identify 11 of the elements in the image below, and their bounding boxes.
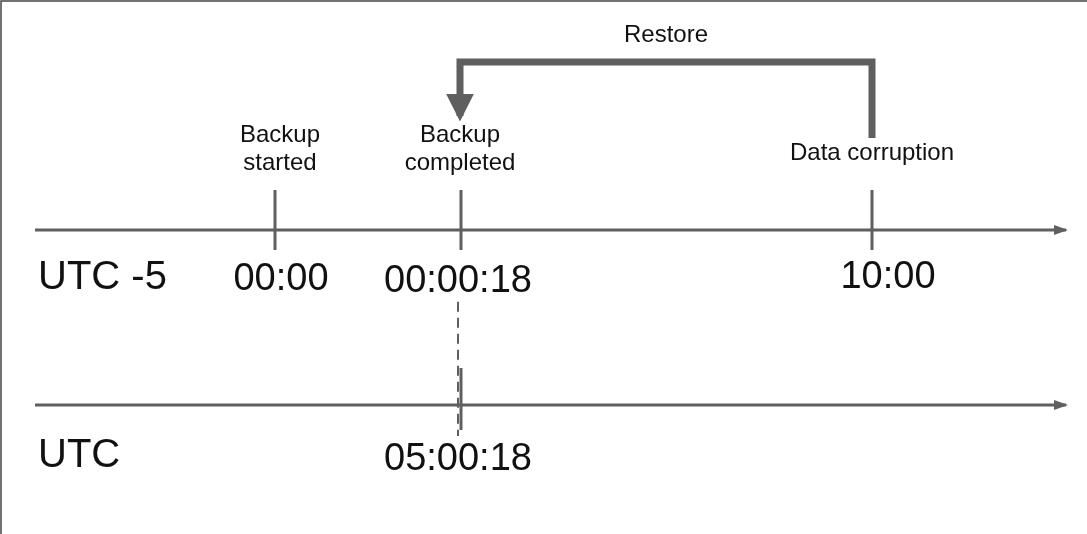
event-label: Data corruption <box>789 138 955 166</box>
time-label: 00:00:18 <box>384 258 532 302</box>
time-label: 10:00 <box>840 254 936 298</box>
time-label: 05:00:18 <box>384 436 532 480</box>
timezone-label: UTC <box>38 430 121 476</box>
event-label: Backup started <box>238 120 322 176</box>
edge-label: Restore <box>623 20 708 48</box>
dashed-line <box>457 300 459 437</box>
timezone-label: UTC -5 <box>38 252 167 298</box>
event-label: Backup completed <box>390 120 530 176</box>
time-label: 00:00 <box>233 256 329 300</box>
